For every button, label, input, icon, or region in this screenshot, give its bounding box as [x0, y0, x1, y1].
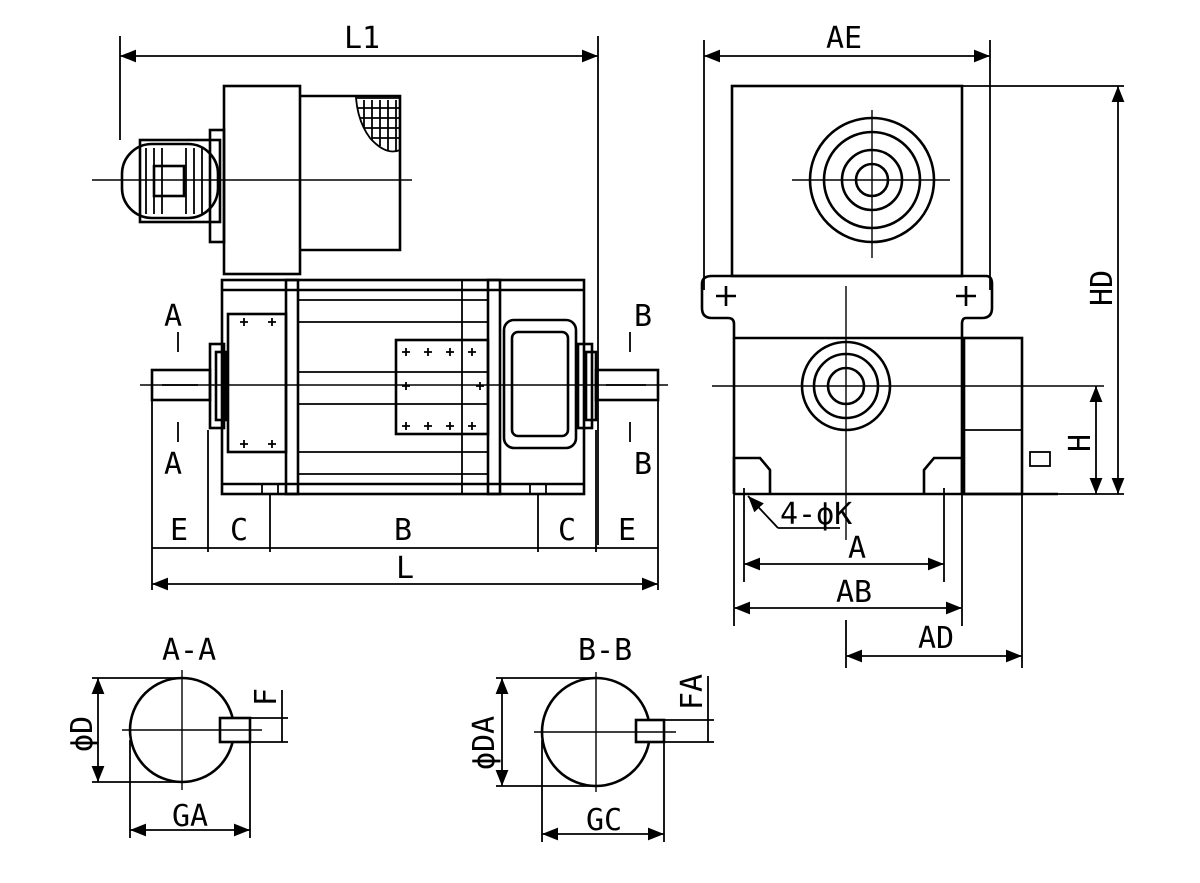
a-section-mark-top: A [164, 299, 182, 334]
ad-dimension-label: AD [918, 621, 954, 656]
ga-dimension-label: GA [172, 799, 208, 834]
side-view: A A B B E C B C E L L1 [92, 21, 668, 591]
c-right-label: C [558, 513, 576, 548]
b-section-mark-top: B [634, 299, 652, 334]
frame-flange [700, 274, 994, 340]
d-dimension-label: ϕD [65, 716, 100, 752]
l1-dimension-label: L1 [344, 21, 380, 56]
foot-left [732, 456, 772, 494]
blower-housing [730, 84, 964, 278]
ab-dimension-label: AB [836, 575, 872, 610]
fa-dimension-label: FA [675, 674, 710, 710]
motor-frame [208, 278, 598, 496]
hd-dimension-label: HD [1085, 270, 1120, 306]
e-left-label: E [170, 513, 188, 548]
da-dimension-label: ϕDA [467, 716, 502, 770]
ae-dimension-label: AE [826, 21, 862, 56]
section-b-b: B-B ϕDA FA GC [467, 633, 714, 842]
b-dimension-label: B [394, 513, 412, 548]
k-hole-label: 4-ϕK [780, 497, 852, 532]
e-right-label: E [618, 513, 636, 548]
end-view: AE HD H [700, 21, 1125, 668]
l-dimension-label: L [396, 551, 414, 586]
gc-dimension-label: GC [586, 803, 622, 838]
foot-right [922, 456, 964, 494]
section-aa-title: A-A [162, 633, 216, 668]
section-bb-title: B-B [578, 633, 632, 668]
k-leader [747, 495, 779, 529]
blower-fan-motor [92, 84, 412, 276]
section-a-a: A-A ϕD F GA [65, 633, 288, 838]
h-dimension-label: H [1063, 434, 1098, 452]
a-section-mark-bottom: A [164, 447, 182, 482]
a-dimension-label: A [848, 531, 866, 566]
motor-body-end [732, 338, 964, 494]
b-section-mark-bottom: B [634, 447, 652, 482]
terminal-box-bolts [240, 318, 484, 448]
terminal-box-side [962, 336, 1024, 496]
c-left-label: C [230, 513, 248, 548]
f-dimension-label: F [249, 688, 284, 706]
